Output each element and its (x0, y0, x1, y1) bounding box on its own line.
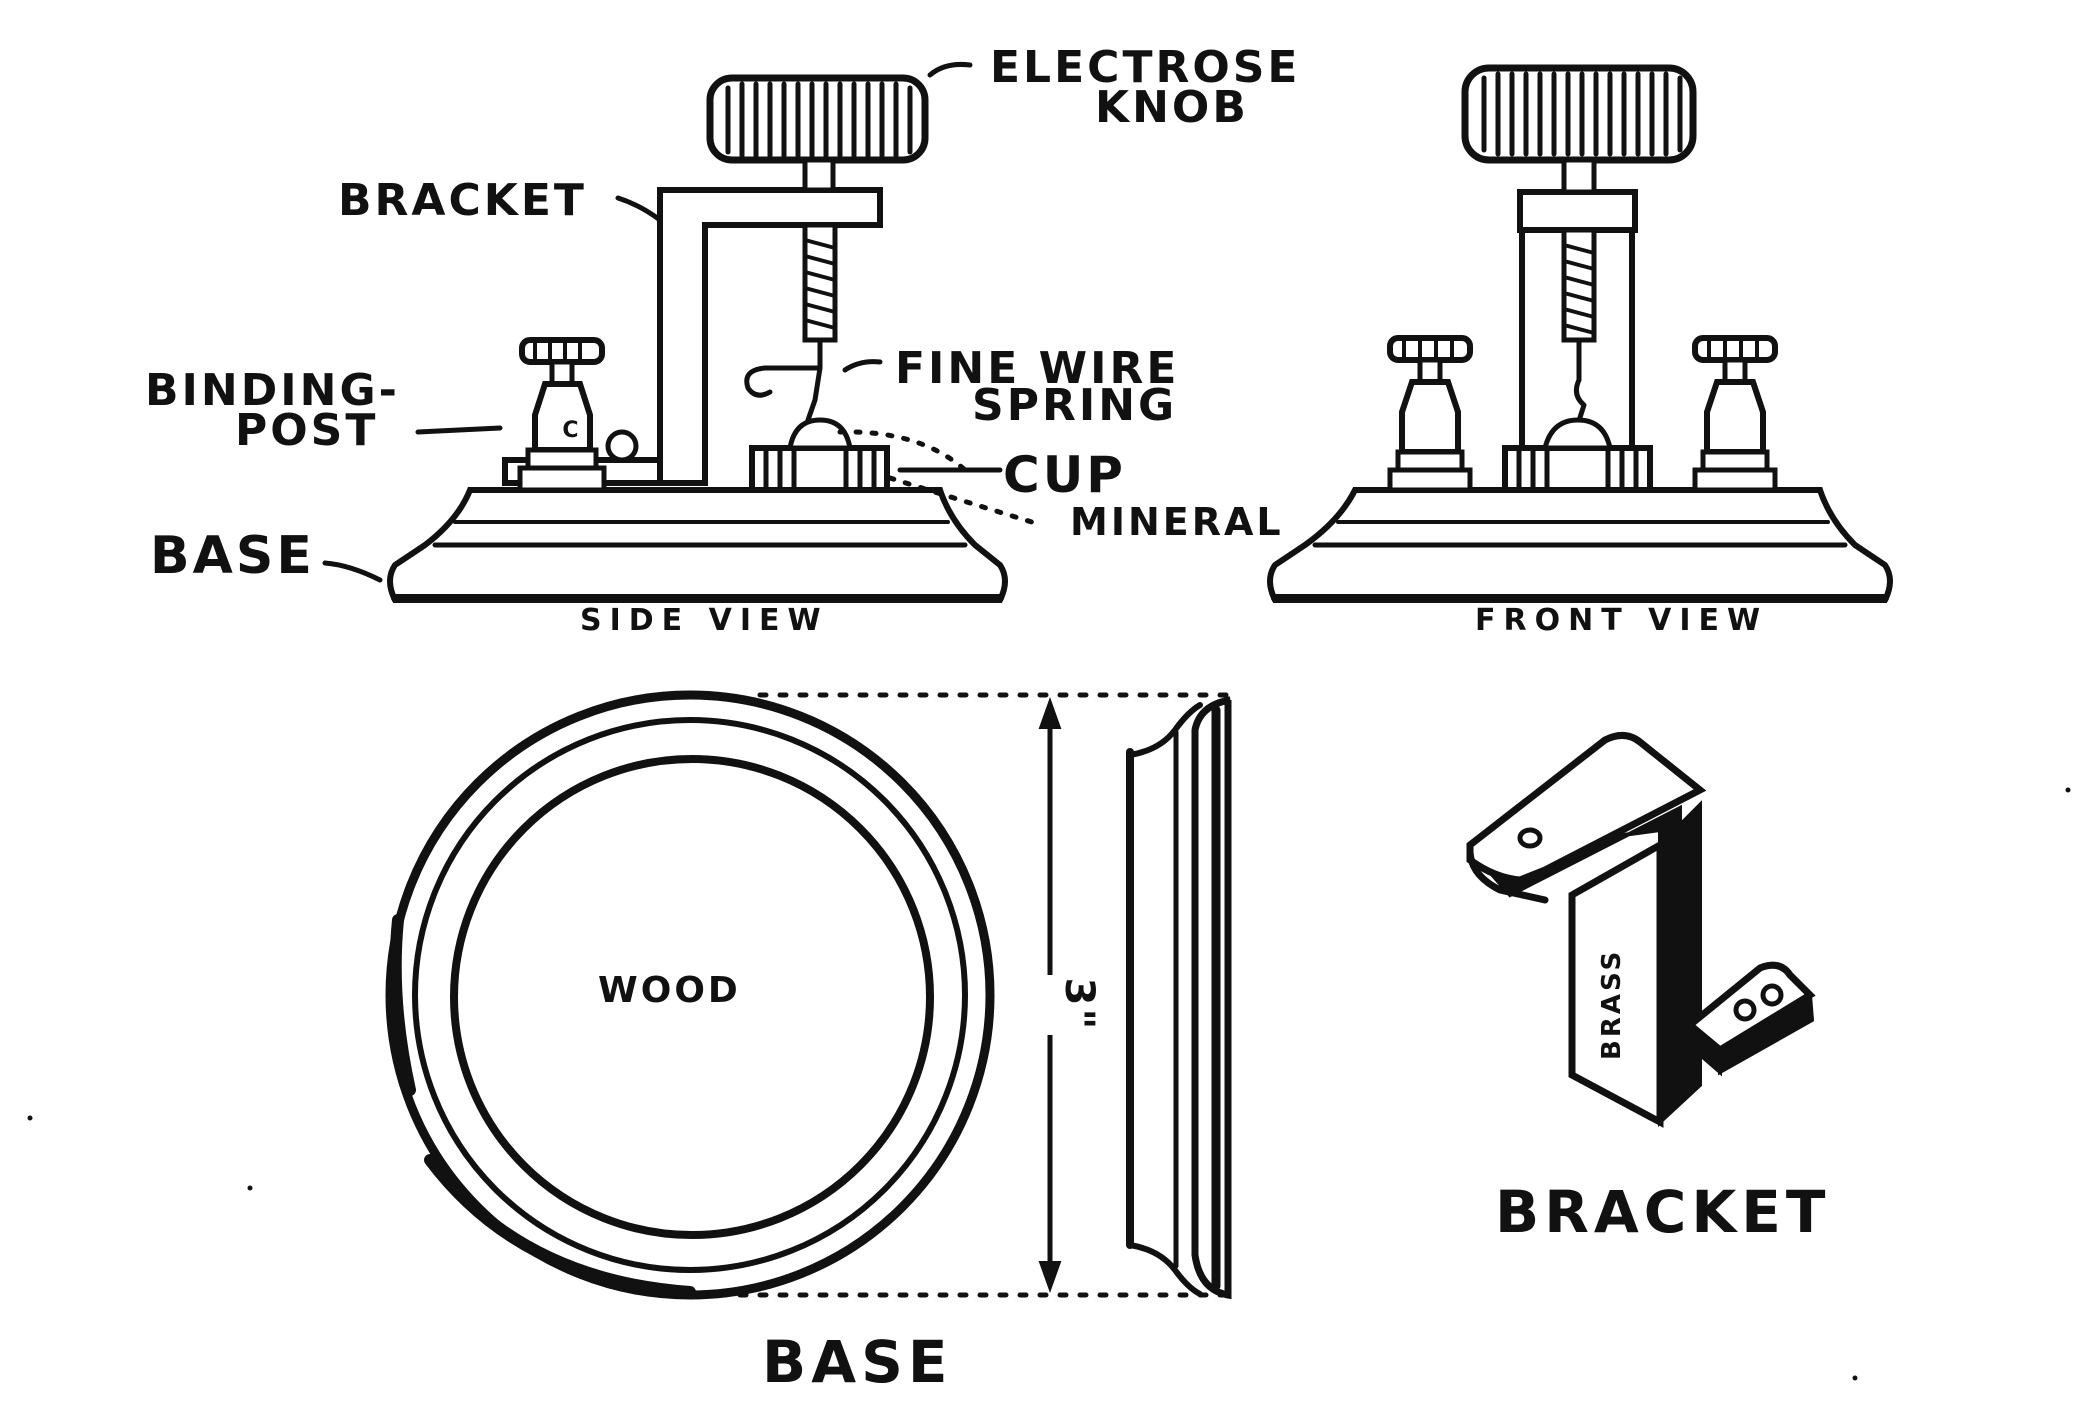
label-base: BASE (150, 526, 315, 586)
side-leader-lines (322, 62, 1003, 583)
side-fine-wire-spring (744, 337, 823, 423)
label-cup: CUP (1003, 446, 1126, 504)
side-base (387, 487, 1008, 603)
caption-base: BASE (762, 1328, 953, 1396)
label-wood: WOOD (598, 970, 741, 1011)
label-binding-post-line2: POST (235, 405, 378, 456)
side-binding-post: C (517, 337, 607, 493)
mineral-dotted-leaders (837, 429, 1038, 526)
label-dimension: 3" (1056, 978, 1102, 1033)
side-view: C (387, 74, 1008, 603)
caption-bracket: BRACKET (1495, 1178, 1830, 1246)
label-fine-wire: FINE WIRE (895, 343, 1179, 394)
front-electrose-knob (1461, 64, 1697, 195)
side-screw (802, 222, 838, 343)
label-spring: SPRING (972, 380, 1177, 431)
caption-side-view: SIDE VIEW (580, 603, 829, 638)
svg-text:C: C (562, 418, 581, 443)
bracket-isometric (1466, 732, 1816, 1128)
label-electrose-knob-line2: KNOB (1095, 82, 1249, 133)
label-brass: BRASS (1597, 949, 1627, 1060)
label-binding-post-line1: BINDING- (145, 365, 400, 416)
front-view (1267, 64, 1893, 603)
side-electrose-knob (706, 74, 929, 193)
front-base (1267, 487, 1893, 603)
caption-front-view: FRONT VIEW (1475, 603, 1768, 638)
print-specks (27, 787, 2071, 1381)
label-bracket: BRACKET (338, 175, 587, 226)
base-profile (1126, 696, 1232, 1300)
dimension-indicator (697, 692, 1231, 1298)
label-electrose-knob-line1: ELECTROSE (990, 42, 1301, 93)
front-binding-post-left (1387, 335, 1473, 493)
front-cup (1502, 417, 1653, 493)
front-screw (1561, 227, 1597, 433)
base-top-view (385, 690, 995, 1300)
label-mineral: MINERAL (1070, 500, 1284, 544)
front-binding-post-right (1692, 335, 1778, 493)
side-cup (749, 417, 890, 493)
